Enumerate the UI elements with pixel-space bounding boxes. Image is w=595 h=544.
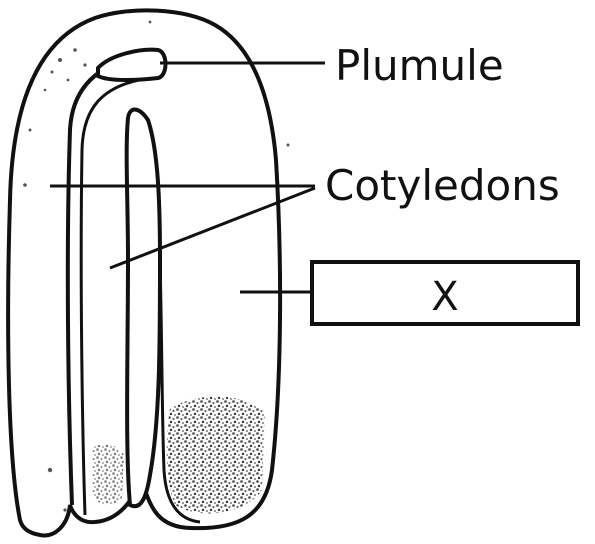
cotyledons-label: Cotyledons: [325, 161, 560, 210]
stipple-area-small: [92, 444, 124, 504]
plumule-label: Plumule: [335, 41, 504, 90]
radicle-shape: [127, 110, 160, 507]
x-label: X: [431, 274, 458, 320]
stipple-area-large: [167, 396, 265, 513]
